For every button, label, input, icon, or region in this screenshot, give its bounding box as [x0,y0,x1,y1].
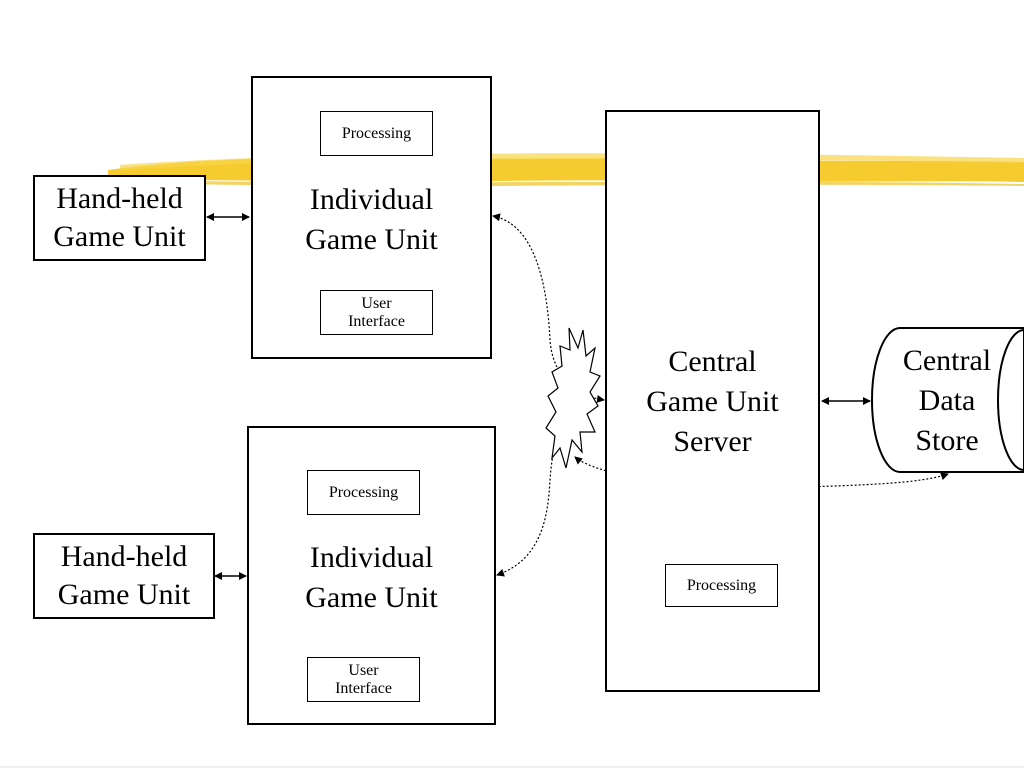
user-interface-box: User Interface [307,657,420,702]
datastore-cylinder [871,327,1024,473]
handheld-game-unit-bottom: Hand-held Game Unit [33,533,215,619]
central-game-unit-server: Central Game Unit Server Processing [605,110,820,692]
unit-label: Individual Game Unit [305,541,438,614]
individual-game-unit-bottom: Processing Individual Game Unit User Int… [247,426,496,725]
central-data-store-label: Central Data Store [902,344,992,457]
highlight-band [108,153,1024,186]
server-label: Central Game Unit Server [646,345,779,458]
user-interface-box: User Interface [320,290,433,335]
individual-game-unit-top: Processing Individual Game Unit User Int… [251,76,492,359]
handheld-game-unit-top: Hand-held Game Unit [33,175,206,261]
processing-box: Processing [320,111,433,156]
wireless-burst-icon [545,327,601,469]
wireless-link-igu-bottom [496,409,581,577]
unit-label: Individual Game Unit [305,183,438,256]
processing-box: Processing [307,470,420,515]
processing-box: Processing [665,564,778,607]
bottom-rule [0,766,1024,768]
